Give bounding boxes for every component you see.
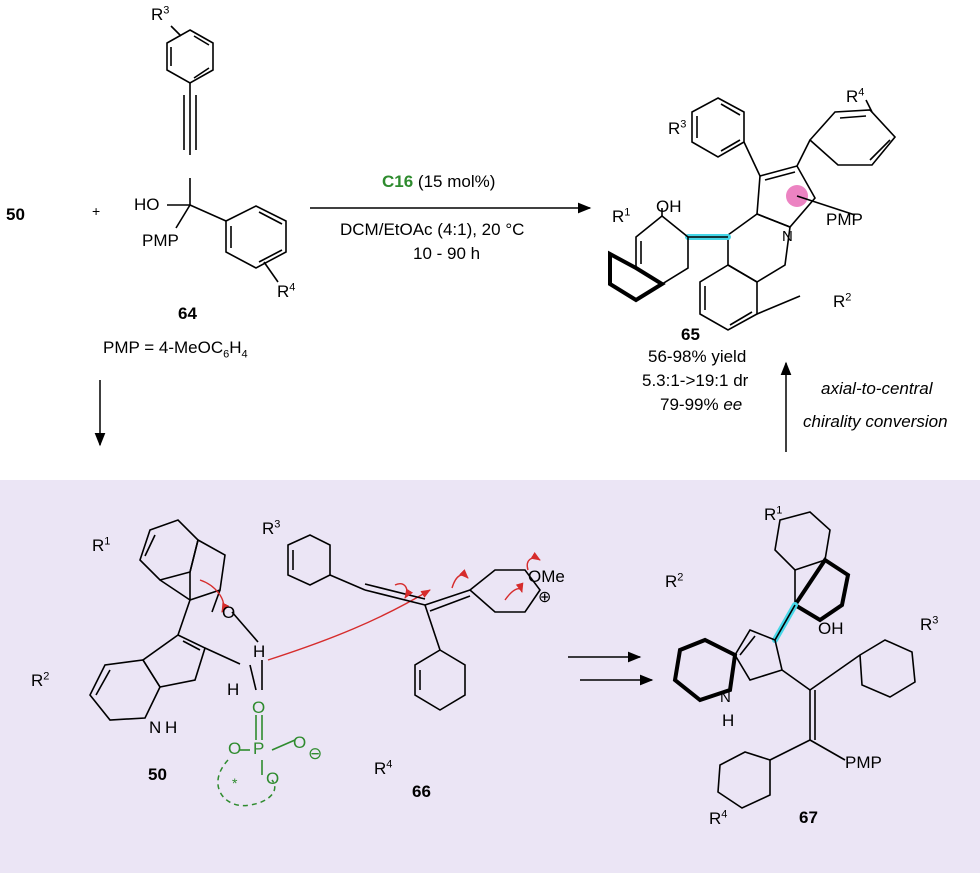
phosphate-negative-charge: ⊖ <box>308 744 323 763</box>
r3-label-64: R3 <box>151 4 170 24</box>
hydrogen-bond-label-50: H <box>227 680 240 699</box>
oxygen-label-50: O <box>222 603 236 622</box>
phosphate-oxygen-right: O <box>293 733 307 752</box>
compound-65-label: 65 <box>681 325 700 344</box>
dr-text: 5.3:1->19:1 dr <box>642 371 749 390</box>
r1-label-50: R1 <box>92 535 111 555</box>
phosphorus-label: P <box>253 739 265 758</box>
catalyst-line: C16 (15 mol%) <box>382 172 496 191</box>
reactant-50-label: 50 <box>6 205 25 224</box>
solvent-condition: DCM/EtOAc (4:1), 20 °C <box>340 220 525 239</box>
nh-hydrogen-label-50: H <box>165 718 178 737</box>
intermediate-66-label: 66 <box>412 782 431 801</box>
r3-label-66: R3 <box>262 518 281 538</box>
pmp-label-64: PMP <box>142 231 179 250</box>
oxocarbenium-charge: ⊕ <box>538 589 552 606</box>
r2-label-67: R2 <box>665 571 684 591</box>
phosphate-oxygen-bottom: O <box>266 769 280 788</box>
r3-label-65: R3 <box>668 118 687 138</box>
r4-label-64: R4 <box>277 281 296 301</box>
r2-label-50: R2 <box>31 670 50 690</box>
pmp-label-65: PMP <box>826 210 863 229</box>
plus-sign: + <box>92 203 101 219</box>
methoxy-label-66: OMe <box>528 567 565 586</box>
r4-label-65: R4 <box>846 86 865 106</box>
intermediate-67-label: 67 <box>799 808 818 827</box>
structure-64 <box>166 25 287 283</box>
chiral-star: * <box>232 775 238 791</box>
hydrogen-label-50: H <box>253 642 266 661</box>
nitrogen-label-67: N <box>720 689 731 706</box>
phosphate-oxygen-left: O <box>228 739 242 758</box>
chirality-note-line1: axial-to-central <box>821 379 933 398</box>
r4-label-66: R4 <box>374 758 393 778</box>
pmp-definition: PMP = 4-MeOC6H4 <box>103 338 248 361</box>
r3-label-67: R3 <box>920 614 939 634</box>
nh-label-50: N <box>149 718 162 737</box>
nh-hydrogen-label-67: H <box>722 711 735 730</box>
phosphate-oxygen-top: O <box>252 698 266 717</box>
structure-65 <box>608 97 897 331</box>
structure-50-complex <box>89 519 431 807</box>
ee-text: 79-99% ee <box>660 395 743 414</box>
nitrogen-label-65: N <box>782 228 793 245</box>
structure-67 <box>672 511 916 809</box>
hydroxyl-label-67: OH <box>818 619 844 638</box>
yield-text: 56-98% yield <box>648 347 747 366</box>
mechanism-panel <box>0 480 980 873</box>
hydroxyl-label-64: HO <box>134 195 160 214</box>
chirality-note-line2: chirality conversion <box>803 412 948 431</box>
structure-66 <box>287 534 541 711</box>
r1-label-67: R1 <box>764 504 783 524</box>
intermediate-50-label: 50 <box>148 765 167 784</box>
r1-label-65: R1 <box>612 206 631 226</box>
compound-64-label: 64 <box>178 304 197 323</box>
pmp-label-67: PMP <box>845 753 882 772</box>
time-condition: 10 - 90 h <box>413 244 481 263</box>
hydroxyl-label-65: OH <box>656 197 682 216</box>
r4-label-67: R4 <box>709 808 728 828</box>
catalyst-name: C16 <box>382 172 414 191</box>
r2-label-65: R2 <box>833 291 852 311</box>
